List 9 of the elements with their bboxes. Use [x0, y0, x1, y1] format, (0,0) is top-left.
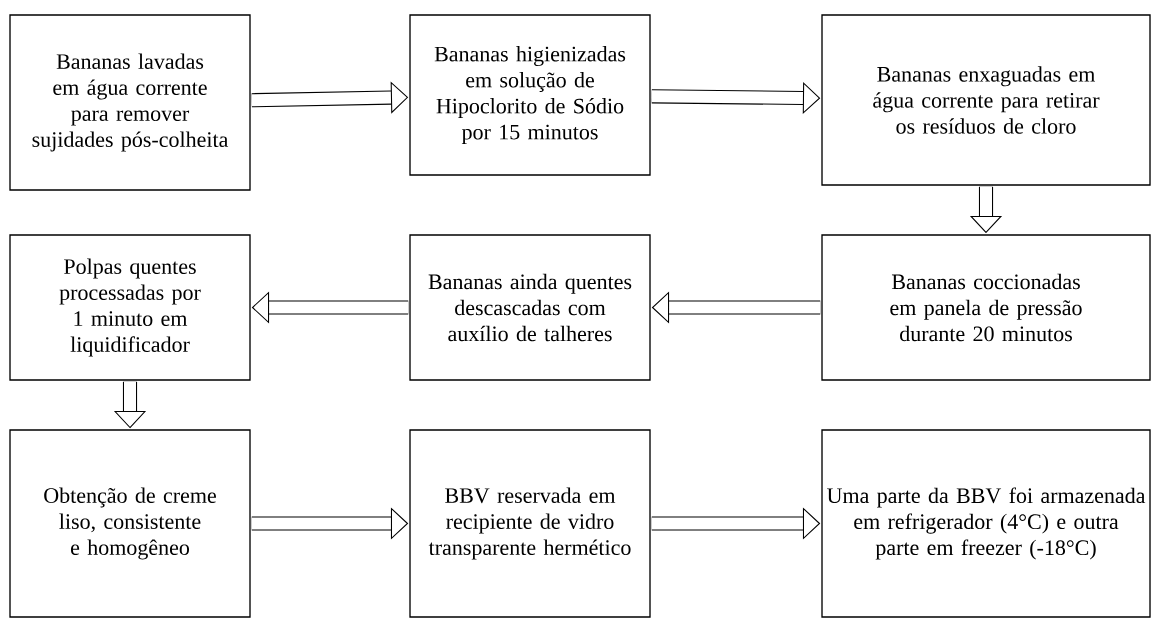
- process-box: BBV reservada em recipiente de vidro transparente hermético: [409, 429, 651, 618]
- process-box: Bananas enxaguadas em água corrente para retirar os resíduos de cloro: [821, 14, 1151, 186]
- process-box: Obtenção de creme liso, consistente e homogêneo: [9, 429, 251, 618]
- process-box: Polpas quentes processadas por 1 minuto em liquidificador: [9, 234, 251, 381]
- process-box: Bananas coccionadas em panela de pressão durante 20 minutos: [821, 234, 1151, 381]
- process-box: Bananas ainda quentes descascadas com auxílio de talheres: [409, 234, 651, 381]
- process-box: Bananas higienizadas em solução de Hipoclorito de Sódio por 15 minutos: [409, 14, 651, 176]
- process-box: Uma parte da BBV foi armazenada em refrigerador (4°C) e outra parte em freezer (-18°C): [821, 429, 1151, 618]
- process-box: Bananas lavadas em água corrente para remover sujidades pós-colheita: [9, 14, 251, 191]
